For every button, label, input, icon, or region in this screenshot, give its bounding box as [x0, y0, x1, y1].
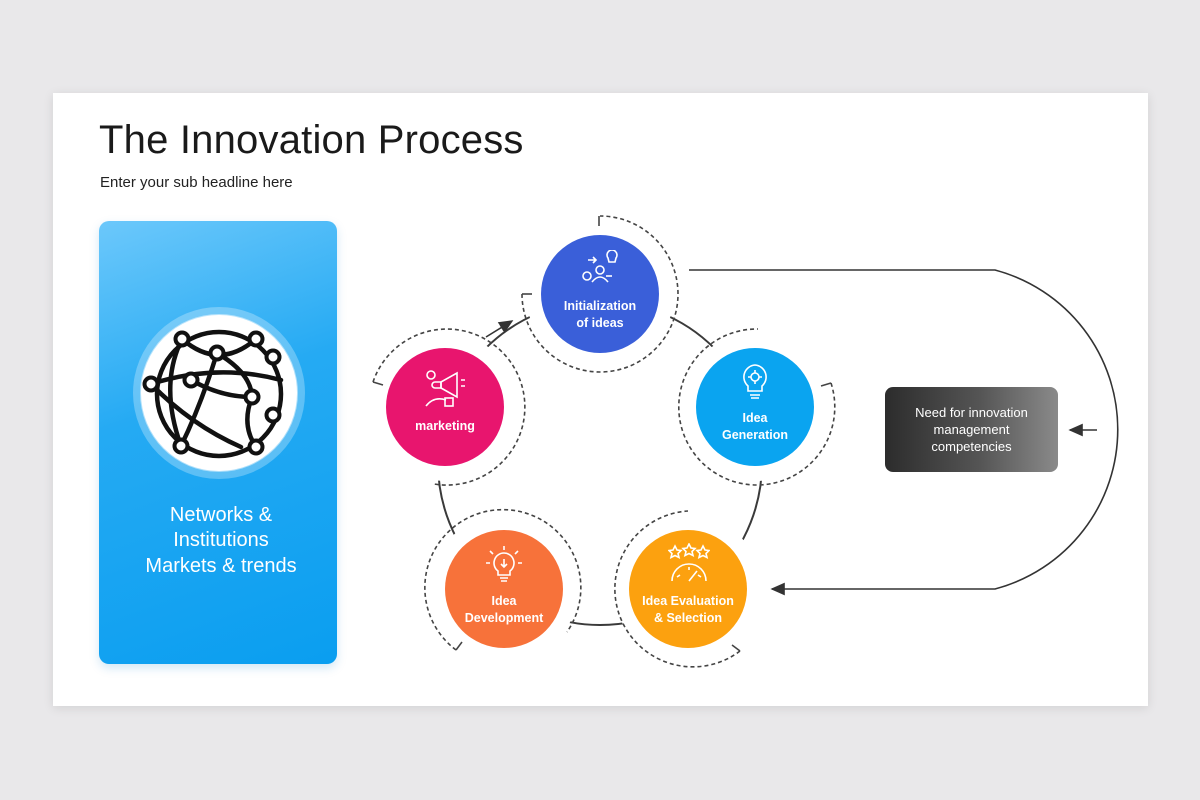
step-circle-eval: [629, 530, 747, 648]
page-title: The Innovation Process: [99, 118, 524, 162]
step-circle-mkt: [386, 348, 504, 466]
step-label-dev-line-1: Idea: [491, 594, 517, 608]
need-competencies-box: Need for innovation management competenc…: [885, 387, 1058, 472]
step-label-init: Initialization of ideas: [540, 298, 660, 332]
step-label-mkt: marketing: [385, 418, 505, 435]
step-circle-dev: [445, 530, 563, 648]
step-label-gen: Idea Generation: [695, 410, 815, 444]
side-card-line-3: Markets & trends: [145, 555, 297, 577]
step-circle-init: [541, 235, 659, 353]
step-label-dev-line-2: Development: [464, 611, 544, 625]
side-card-line-1: Networks &: [169, 504, 273, 526]
need-box-line-1: Need for innovation: [915, 405, 1028, 420]
globe-network-icon: [142, 329, 284, 459]
feedback-loop-line: [689, 269, 1119, 596]
lightbulb-gear-icon: [743, 364, 767, 399]
side-card-line-2: Institutions: [173, 529, 269, 551]
need-box-line-2: management: [933, 422, 1010, 437]
dashed-arc-init: [521, 215, 679, 373]
dashed-arc-dev: [424, 508, 582, 651]
dashed-arc-gen: [677, 328, 836, 486]
step-label-dev: Idea Development: [444, 593, 564, 627]
step-label-eval-line-2: & Selection: [653, 611, 723, 625]
step-label-init-line-2: of ideas: [576, 316, 624, 330]
step-label-gen-line-2: Generation: [722, 428, 788, 442]
megaphone-icon: [425, 370, 465, 407]
step-circle-gen: [696, 348, 814, 466]
step-label-eval: Idea Evaluation & Selection: [628, 593, 748, 627]
step-label-gen-line-1: Idea: [742, 411, 768, 425]
gauge-stars-icon: [668, 543, 710, 582]
step-label-mkt-line-1: marketing: [415, 419, 475, 433]
dashed-arc-eval: [614, 510, 741, 668]
lightbulb-idea-icon: [486, 546, 522, 582]
page-subtitle: Enter your sub headline here: [100, 174, 293, 191]
arrow-mkt-to-init: [485, 320, 514, 338]
dashed-arc-mkt: [372, 328, 526, 486]
people-gear-lightbulb-icon: [582, 250, 618, 283]
step-label-init-line-1: Initialization: [563, 299, 637, 313]
need-box-line-3: competencies: [931, 439, 1012, 454]
step-label-eval-line-1: Idea Evaluation: [642, 594, 734, 608]
